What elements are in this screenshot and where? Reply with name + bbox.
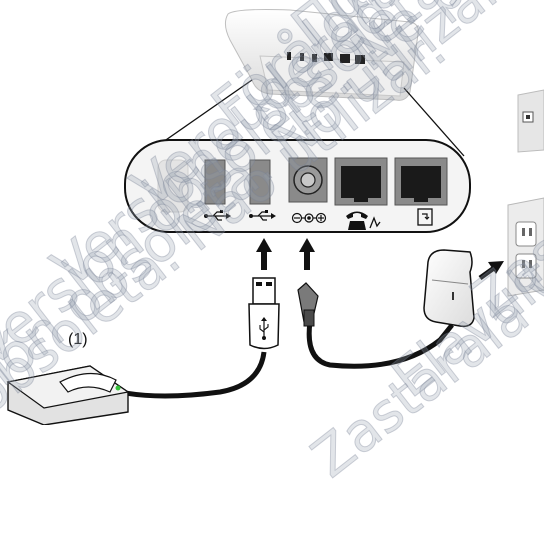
connection-diagram: [6, 9, 544, 425]
phone-port: [334, 157, 388, 206]
telephone-icon: [346, 211, 381, 230]
line-port: [394, 157, 448, 206]
status-led: [115, 385, 121, 391]
wall-jack-icon: [417, 208, 433, 226]
zoom-line-right: [403, 87, 465, 157]
wall-phone-jack: [517, 89, 544, 153]
arrow-up-power: [299, 238, 315, 270]
usb-port-1: [204, 159, 226, 205]
power-cable: [306, 321, 454, 369]
dc-power-polarity-icon: [291, 212, 327, 224]
power-adapter: [423, 249, 475, 328]
device-top-view: [224, 9, 419, 101]
arrow-up-usb: [256, 238, 272, 270]
usb-icon: [204, 210, 231, 221]
arrow-to-outlet: [478, 261, 504, 281]
usb-port-2: [249, 159, 271, 205]
step-label: (1): [68, 331, 88, 348]
usb-plug: [248, 277, 280, 350]
wall-power-outlet: [507, 197, 544, 297]
dc-power-port: [288, 157, 328, 203]
usb-icon: [249, 210, 276, 221]
dc-power-plug: [297, 282, 319, 327]
usb-cable: [119, 351, 267, 399]
card-reader-device: [6, 365, 130, 425]
